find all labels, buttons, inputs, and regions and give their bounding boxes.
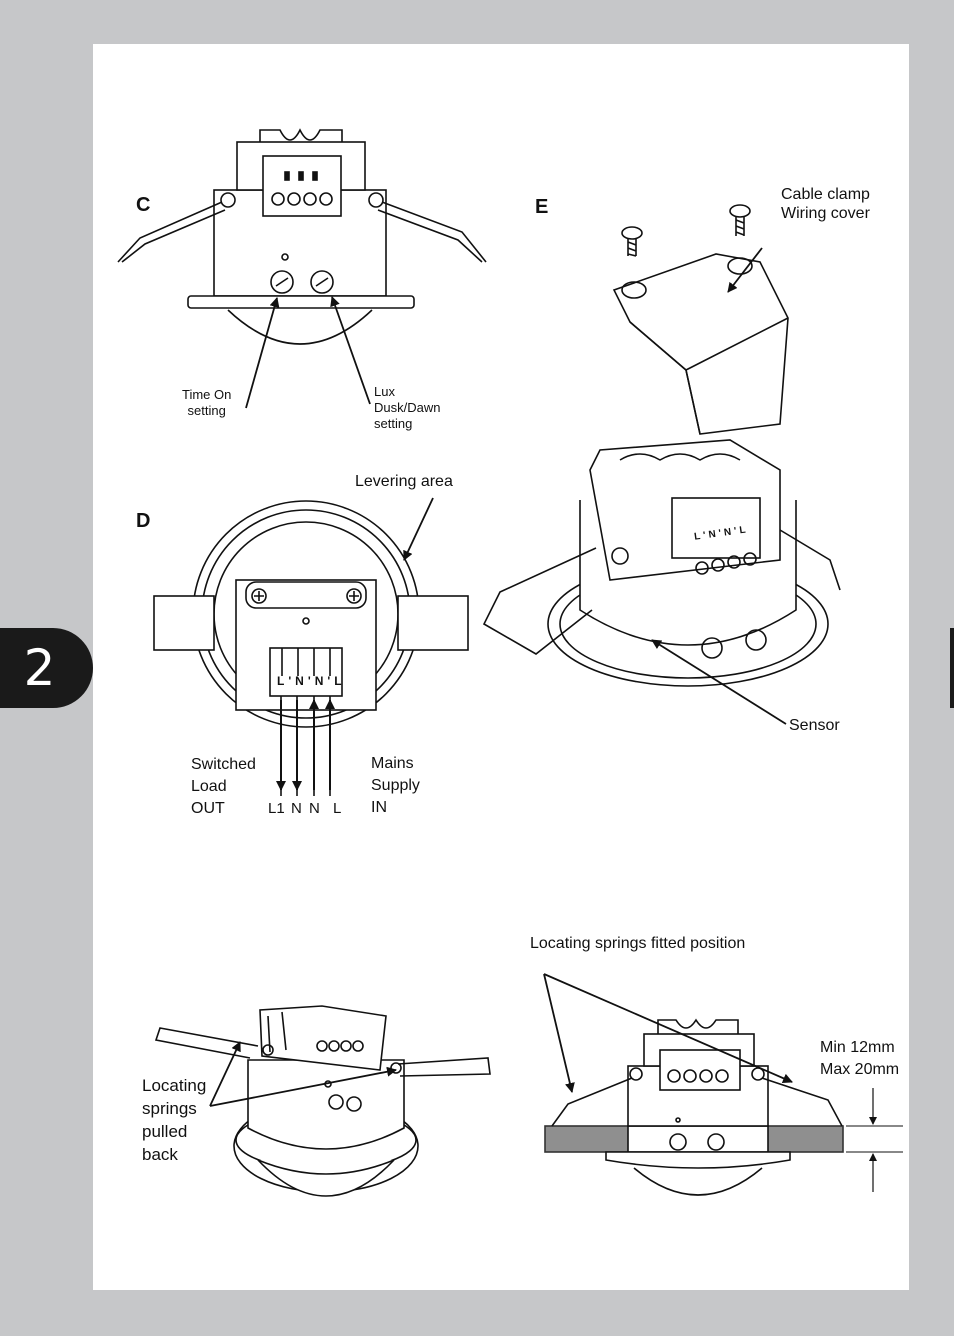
figure-g-fitted-position [543,973,903,1196]
time-on-setting-label: Time On setting [182,387,232,418]
cable-clamp-cover [612,253,789,435]
figure-f-left-spring [154,1027,259,1059]
sensor-label: Sensor [789,717,840,734]
figure-f-springs-pulled-back [154,1005,491,1197]
screw-icon [729,204,751,236]
figure-d-terminal-block [269,647,343,697]
lux-setting-label: Lux Dusk/Dawn setting [374,384,441,431]
lux-dial [310,270,334,294]
figure-e-exploded-view [482,204,841,725]
springs-fitted-label: Locating springs fitted position [530,935,746,952]
figure-c-left-spring [117,201,223,263]
figure-e-terminal-screws [695,552,757,575]
figure-g-left-spring [551,1077,633,1127]
figure-d-top-view [153,497,469,796]
screw-icon [621,226,643,257]
wire-label-n-in: N [309,800,320,817]
figure-f-right-spring [397,1057,491,1077]
figure-d-right-spring [397,595,469,651]
wire-label-l: L [333,800,342,817]
figure-e-letter: E [535,196,549,218]
mains-supply-in-label: Mains Supply IN [371,755,420,816]
figure-g-terminal-screws [667,1069,729,1083]
wire-label-n-out: N [291,800,302,817]
figure-c-letter: C [136,194,151,216]
cable-clamp-label: Cable clamp Wiring cover [781,186,870,222]
figure-d-letter: D [136,510,151,532]
figure-f-terminal-screws [316,1040,364,1052]
springs-pulled-back-label: Locating springs pulled back [142,1076,207,1164]
figure-c-right-spring [381,201,487,263]
switched-load-out-label: Switched Load OUT [191,756,256,817]
figure-c-terminal-screws [271,171,333,206]
levering-area-label: Levering area [355,473,453,490]
page-tab: 2 [0,628,93,708]
figure-d-terminal-letters: L'N'N'L [277,674,346,688]
figure-d-wires [276,696,335,796]
page-number: 2 [23,639,56,697]
figure-c-sensor-side-view [117,128,487,409]
figure-d-left-spring [153,595,215,651]
thickness-range-label: Min 12mm Max 20mm [820,1039,900,1078]
figure-e-left-spring [482,547,597,655]
figure-g-right-spring [761,1077,843,1127]
figure-e-terminal-block [671,497,761,559]
edge-marker [950,628,954,708]
time-dial [270,270,294,294]
wire-label-l1: L1 [268,800,285,817]
